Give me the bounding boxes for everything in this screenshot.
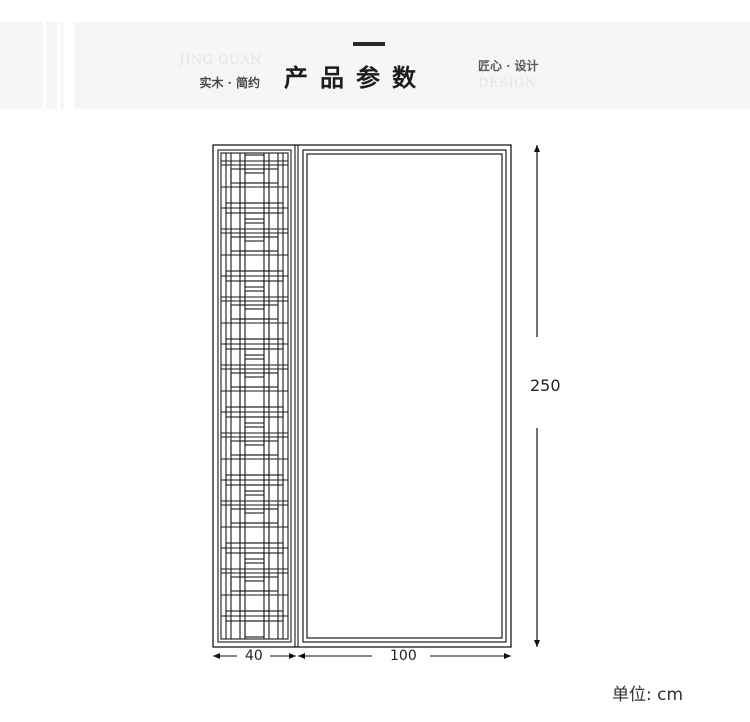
lattice-cell — [244, 348, 265, 356]
lattice-cell — [230, 236, 279, 252]
lattice-cell — [244, 280, 265, 288]
unit-label: 单位: cm — [612, 685, 684, 705]
plain-panel — [302, 149, 507, 643]
lattice-cell — [239, 522, 270, 544]
lattice-cell — [230, 168, 279, 184]
lattice-cell — [239, 318, 270, 340]
band-divider — [43, 22, 46, 109]
lattice-cell — [239, 454, 270, 476]
header-band — [0, 22, 750, 109]
english-watermark-right: DESIGN — [478, 76, 537, 91]
lattice-cell — [239, 386, 270, 408]
lattice-cell — [230, 372, 279, 388]
lattice-cell — [244, 222, 265, 242]
lattice-cell — [244, 494, 265, 514]
lattice-cell — [244, 358, 265, 378]
screen-outer-frame — [212, 144, 512, 648]
height-label: 250 — [530, 376, 561, 395]
band-divider — [64, 22, 74, 109]
lattice-cell — [244, 154, 265, 174]
lattice-cell — [244, 484, 265, 492]
lattice-cell — [244, 426, 265, 446]
lattice-cell — [244, 562, 265, 582]
band-divider — [57, 22, 60, 109]
lattice-pattern — [221, 153, 288, 639]
lattice-panel — [217, 145, 299, 647]
lattice-cell — [230, 440, 279, 456]
title-accent-bar — [353, 42, 385, 46]
lattice-cell — [230, 508, 279, 524]
lattice-cell — [244, 290, 265, 310]
lattice-cell — [230, 576, 279, 592]
page-title: 产品参数 — [284, 63, 428, 92]
lattice-cell — [239, 590, 270, 612]
lattice-cell — [244, 552, 265, 560]
lattice-cell — [244, 416, 265, 424]
lattice-cell — [244, 212, 265, 220]
slogan-left: 实木 · 简约 — [199, 76, 260, 90]
lattice-cell — [239, 182, 270, 204]
english-watermark-left: JING GUAN — [179, 53, 262, 68]
lattice-cell — [230, 304, 279, 320]
slogan-right: 匠心 · 设计 — [478, 59, 539, 73]
lattice-cell — [244, 620, 265, 638]
lattice-cell — [239, 250, 270, 272]
left-width-label: 40 — [245, 648, 263, 664]
right-width-label: 100 — [390, 648, 417, 664]
